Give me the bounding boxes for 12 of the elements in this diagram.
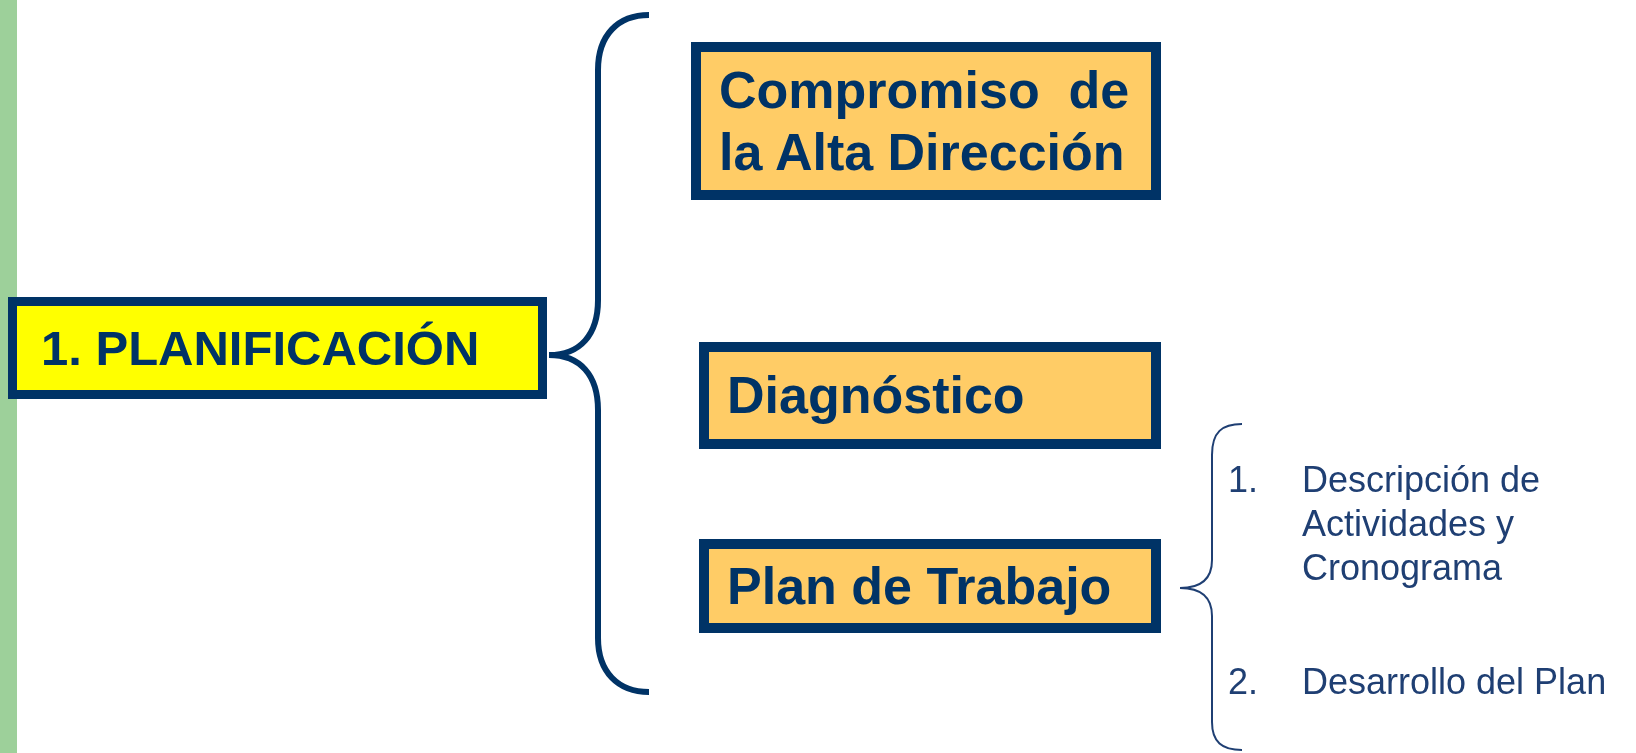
process-box xyxy=(8,297,547,399)
list-number: 2. xyxy=(1228,660,1260,704)
process-box xyxy=(699,539,1161,633)
process-box xyxy=(699,342,1161,449)
process-box xyxy=(691,42,1161,200)
box-label: Compromiso de la Alta Dirección xyxy=(719,59,1131,183)
box-label: Plan de Trabajo xyxy=(727,555,1112,617)
list-number: 1. xyxy=(1228,458,1260,502)
list-item: Descripción de Actividades y Cronograma xyxy=(1302,458,1542,590)
box-label: 1. PLANIFICACIÓN xyxy=(41,319,480,377)
box-label: Diagnóstico xyxy=(727,365,1025,427)
list-item: Desarrollo del Plan xyxy=(1302,660,1608,704)
